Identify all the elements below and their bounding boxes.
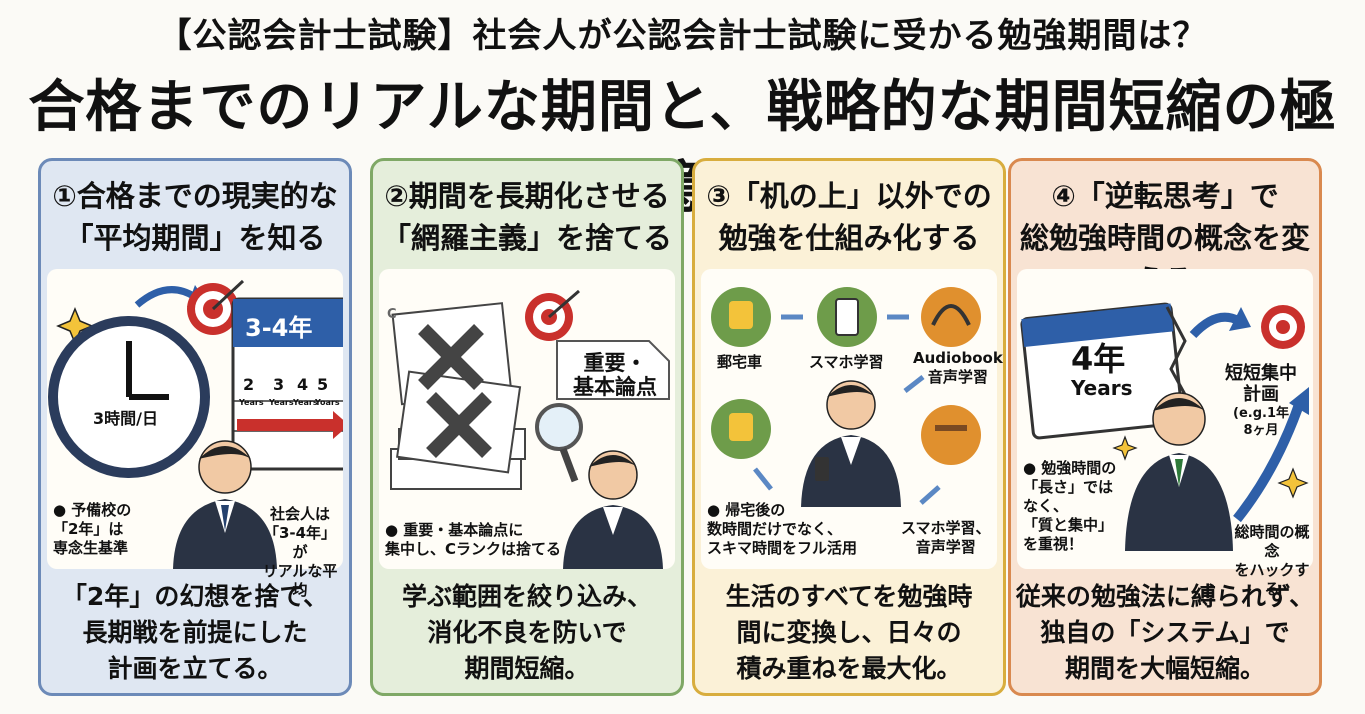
icon-label: スマホ学習 [809, 353, 884, 371]
clock-calendar-illustration [48, 279, 343, 478]
desk-icon [921, 405, 981, 465]
page-subtitle: 【公認会計士試験】社会人が公認会計士試験に受かる勉強期間は？ [157, 16, 1208, 56]
note-right: スマホ学習、 音声学習 [901, 519, 991, 556]
panel-reverse-thinking: ④「逆転思考」で 総勉強時間の概念を変える 4年 Years 短短集中 [1008, 158, 1322, 696]
calendar-number: 2 [243, 375, 255, 394]
note-right: 社会人は 「3-4年」が リアルな平均 [262, 505, 338, 599]
panel-footer: 学ぶ範囲を絞り込み、 消化不良を防いで 期間短縮。 [401, 582, 652, 683]
target-icon [187, 279, 245, 335]
calendar-sub: Years [293, 398, 318, 407]
heading-line: 「平均期間」を知る [64, 221, 326, 255]
arrow-icon [919, 485, 941, 505]
headphones-icon [921, 287, 981, 347]
businessman-illustration [1125, 392, 1233, 551]
crack-icon [1165, 306, 1195, 410]
papers-illustration [390, 289, 670, 490]
cross-icon [418, 324, 484, 390]
calendar-icon [1020, 302, 1184, 440]
note-right: 総時間の概念 をハックする [1234, 523, 1310, 598]
note: ● 重要・基本論点に 集中し、Cランクは捨てる [385, 521, 562, 558]
note-left: ● 勉強時間の 「長さ」では なく、 「質と集中」 を重視！ [1023, 459, 1117, 553]
paper-stack-icon [390, 302, 526, 490]
illustration-area: 4年 Years 短短集中 計画 (e.g.1年 8ヶ月 ● 勉強時間の 「長さ… [1017, 269, 1313, 598]
panel-heading: ④「逆転思考」で 総勉強時間の概念を変える [1019, 179, 1310, 297]
arrow-icon [753, 467, 773, 491]
calendar-break-illustration [1020, 302, 1309, 523]
sparkle-icon [1277, 467, 1309, 499]
calendar-number: 5 [317, 375, 329, 394]
panel-systemize: ③「机の上」以外での 勉強を仕組み化する 郵宅車 スマホ学習 Audiobook… [692, 158, 1006, 696]
magnifier-icon [535, 403, 583, 483]
calendar-sub: Years [269, 398, 294, 407]
panel-coverage: ②期間を長期化させる 「網羅主義」を捨てる C [370, 158, 684, 696]
note-left: ● 帰宅後の 数時間だけでなく、 スキマ時間をフル活用 [707, 501, 858, 557]
calendar-icon [231, 297, 343, 471]
arrow-icon [903, 375, 925, 393]
icon-label: 郵宅車 [717, 353, 763, 371]
calendar-big-label: 4年 [1071, 340, 1126, 378]
panel-heading: ②期間を長期化させる 「網羅主義」を捨てる [381, 179, 672, 255]
note-left: ● 予備校の 「2年」は 専念生基準 [53, 501, 132, 557]
illustration-area: 3-4年 2 3 4 5 Years Years Years Yoars 3時間… [47, 269, 343, 599]
panel-heading: ①合格までの現実的な 「平均期間」を知る [41, 175, 349, 259]
calendar-sub: Years [239, 398, 264, 407]
panel-footer: 「2年」の幻想を捨て、 長期戦を前提にした 計画を立てる。 [61, 582, 329, 683]
cross-icon [426, 392, 492, 458]
businessman-phone-illustration [801, 380, 901, 507]
bubble-text: 重要・ 基本論点 [573, 351, 657, 399]
illustration-area: C 重要・ 基本論点 ● 重要・基本論点に 集中し、Cランクは捨てる [379, 269, 675, 569]
calendar-number: 4 [297, 375, 309, 394]
train-icon [711, 399, 771, 459]
illustration-area: 郵宅車 スマホ学習 Audiobook 音声学習 ● 帰宅後の 数時間だけでなく… [701, 269, 1003, 569]
target-icon [1261, 305, 1305, 349]
calendar-label: 3-4年 [245, 314, 313, 342]
study-cycle-illustration [711, 287, 981, 505]
panel-footer: 従来の勉強法に縛られず、 独自の「システム」で 期間を大幅短縮。 [1015, 582, 1315, 683]
calendar-sub: Yoars [315, 398, 340, 407]
rising-arrow-icon [1233, 397, 1306, 523]
clock-label: 3時間/日 [93, 409, 158, 428]
icon-label: Audiobook 音声学習 [913, 349, 1003, 386]
panel-heading: ③「机の上」以外での 勉強を仕組み化する [706, 179, 992, 255]
panel-footer: 生活のすべてを勉強時 間に変換し、日々の 積み重ねを最大化。 [725, 582, 973, 683]
smartphone-icon [817, 287, 877, 347]
panel-average-period: ①合格までの現実的な 「平均期間」を知る [38, 158, 352, 696]
target-icon [525, 289, 580, 341]
businessman-illustration [173, 440, 277, 569]
plan-label: 短短集中 計画 (e.g.1年 8ヶ月 [1225, 363, 1297, 438]
businessman-illustration [563, 450, 663, 569]
calendar-number: 3 [273, 375, 285, 394]
train-icon [711, 287, 771, 347]
curved-arrow-icon [134, 286, 197, 308]
speech-bubble-icon [556, 340, 670, 400]
calendar-years-label: Years [1071, 376, 1133, 400]
paper-mark: C [387, 307, 397, 322]
heading-line: ①合格までの現実的な [52, 179, 338, 213]
sparkle-icon [1112, 435, 1138, 461]
